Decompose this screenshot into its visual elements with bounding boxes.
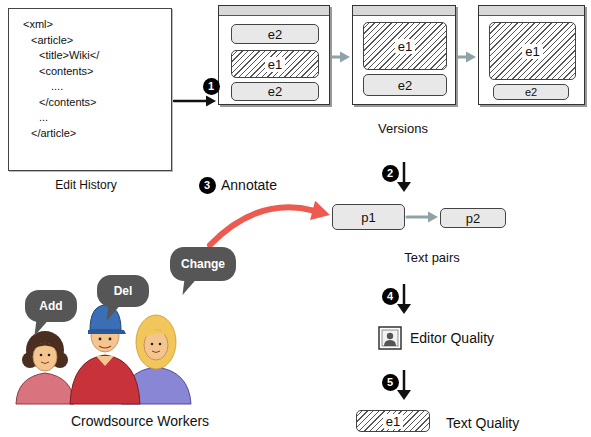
node-text: Del	[114, 284, 133, 298]
flow-arrow	[407, 212, 438, 223]
text-box: e2	[363, 74, 447, 96]
node-text: p2	[466, 211, 480, 226]
node-text: e2	[268, 84, 282, 99]
node-text: Add	[39, 299, 62, 313]
callout-number: 4	[382, 288, 399, 305]
text-box: e1	[356, 410, 430, 432]
browser-window: e1 e2	[478, 5, 585, 105]
browser-window: e1 e2	[352, 5, 456, 105]
flow-arrow	[174, 96, 216, 107]
caption-label: Crowdsource Workers	[71, 413, 209, 429]
node-text: e1	[395, 39, 415, 54]
text-box: e1	[231, 50, 319, 78]
window-title-bar	[479, 6, 584, 16]
callout-number: 2	[382, 165, 399, 182]
text-box: e1	[489, 22, 576, 80]
node-text: e2	[398, 78, 412, 93]
callout-number: 1	[203, 78, 220, 95]
node-text: <title>Wiki</	[39, 48, 171, 64]
caption-label: Versions	[378, 121, 428, 136]
speech-bubble: Change	[170, 247, 236, 281]
flow-arrow	[210, 201, 330, 245]
speech-bubble: Add	[25, 290, 77, 322]
node-text: <xml>	[23, 17, 171, 33]
text-pair-box: p1	[332, 204, 405, 230]
node-text: e1	[265, 57, 285, 72]
editor-icon	[379, 327, 401, 349]
flow-arrow	[332, 52, 350, 63]
node-text: <contents>	[39, 64, 171, 80]
node-text: ....	[51, 79, 171, 95]
worker-man-middle	[70, 305, 140, 404]
callout-number: 5	[382, 374, 399, 391]
text-box: e2	[231, 82, 319, 101]
step-arrow	[397, 162, 411, 400]
text-box: e1	[363, 22, 447, 70]
text-box: e2	[493, 84, 569, 100]
node-text: <article>	[31, 33, 171, 49]
text-box: e2	[231, 24, 319, 44]
node-text: e2	[525, 86, 537, 98]
node-text: e2	[268, 27, 282, 42]
caption-label: Editor Quality	[410, 330, 494, 346]
caption-label: Edit History	[55, 178, 116, 192]
document-box: <xml><article><title>Wiki</<contents>...…	[8, 8, 172, 171]
speech-bubble: Del	[97, 275, 149, 307]
flow-arrow	[458, 52, 476, 63]
node-text: p1	[361, 210, 375, 225]
caption-label: Text pairs	[404, 250, 460, 265]
node-text: e1	[383, 414, 403, 429]
window-title-bar	[353, 6, 455, 16]
node-text: </contents>	[39, 95, 171, 111]
window-title-bar	[219, 6, 329, 16]
caption-label: Text Quality	[446, 415, 519, 431]
callout-number: 3	[199, 177, 216, 194]
text-pair-box: p2	[440, 208, 506, 228]
browser-window: e2 e1 e2	[218, 5, 330, 105]
node-text: </article>	[31, 126, 171, 142]
caption-label: Annotate	[221, 177, 277, 193]
node-text: e1	[522, 44, 542, 59]
worker-woman-left	[16, 331, 74, 404]
node-text: ...	[39, 110, 171, 126]
node-text: Change	[181, 257, 225, 271]
